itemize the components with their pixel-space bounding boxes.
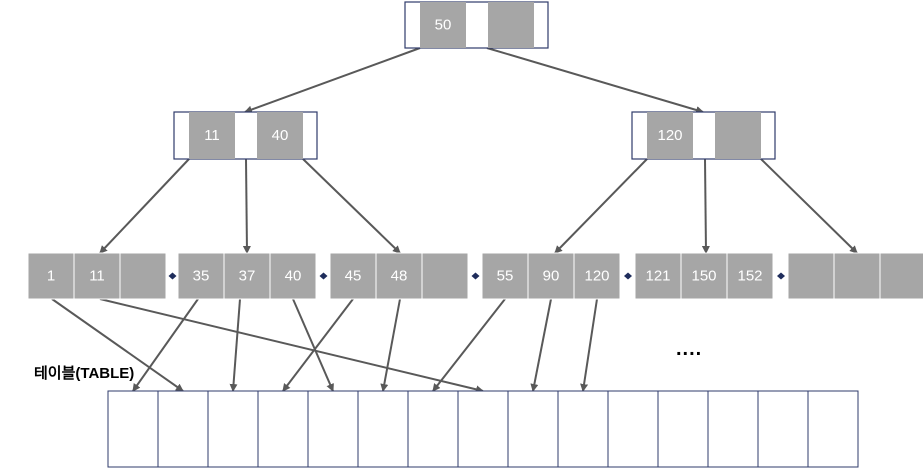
internal-key-cell (715, 112, 761, 159)
leaf-key-label: 152 (737, 268, 762, 285)
leaf-key-label: 1 (47, 268, 55, 285)
table-row-cell (157, 390, 209, 468)
table-row-cell (557, 390, 609, 468)
leaf-key-cell (787, 252, 835, 300)
leaf-key-label: 35 (193, 268, 210, 285)
internal-to-leaf-arrow (701, 158, 710, 254)
internal-node: 11 40 (173, 111, 318, 160)
internal-key-label: 40 (272, 127, 289, 144)
leaf-to-table-pointer-arrow (229, 298, 241, 392)
root-node: 50 (404, 1, 549, 49)
table-row-cell (507, 390, 559, 468)
table-row-cell (257, 390, 309, 468)
root-to-internal-right-arrow (486, 47, 704, 114)
table-row-cell (207, 390, 259, 468)
leaf-to-table-pointer-arrow (51, 298, 184, 392)
leaf-key-cell (177, 252, 225, 300)
leaf-to-table-pointer-arrow (432, 298, 506, 392)
leaf-to-table-pointer-arrow (292, 298, 334, 392)
leaf-key-label: 48 (391, 268, 408, 285)
leaf-link-marker (777, 272, 785, 280)
leaf-key-label: 90 (543, 268, 560, 285)
leaf-key-cell (680, 252, 728, 300)
root-key-cell (420, 2, 466, 48)
internal-key-cell (257, 112, 303, 159)
leaf-key-label: 55 (497, 268, 514, 285)
leaf-link-marker (319, 272, 328, 280)
leaf-node: 55 90 120 (481, 252, 621, 300)
table-row-cell (757, 390, 809, 468)
leaf-to-table-pointer-arrow (132, 298, 199, 392)
leaf-key-label: 37 (239, 268, 256, 285)
leaf-key-cell (421, 252, 469, 300)
leaf-node (787, 252, 923, 300)
internal-to-leaf-arrow (554, 158, 648, 254)
table-label: 테이블(TABLE) (34, 365, 135, 382)
internal-to-leaf-arrow (242, 158, 251, 254)
table-row-cell (457, 390, 509, 468)
leaf-key-cell (223, 252, 271, 300)
leaf-key-cell (833, 252, 881, 300)
table-row-cell (707, 390, 759, 468)
root-to-internal-left-arrow (244, 47, 421, 114)
internal-key-label: 120 (657, 127, 682, 144)
leaf-key-cell (634, 252, 682, 300)
table-row-cell (407, 390, 459, 468)
leaf-link-marker (624, 272, 632, 280)
internal-node: 120 (631, 111, 776, 160)
leaf-to-table-pointer-arrow (380, 298, 401, 392)
leaf-key-label: 121 (645, 268, 670, 285)
leaf-link-marker (471, 272, 480, 280)
table-row-cell (307, 390, 359, 468)
internal-to-leaf-arrow (99, 158, 190, 254)
leaf-key-label: 150 (691, 268, 716, 285)
leaf-key-cell (573, 252, 621, 300)
root-key-cell (488, 2, 534, 48)
leaf-key-cell (527, 252, 575, 300)
internal-key-cell (647, 112, 693, 159)
leaf-key-label: 45 (345, 268, 362, 285)
leaf-link-marker (168, 272, 177, 280)
leaf-to-table-pointer-arrow (580, 298, 598, 392)
table-row-cell (807, 390, 859, 468)
leaf-key-cell (375, 252, 423, 300)
leaf-key-cell (269, 252, 317, 300)
leaf-key-label: 40 (285, 268, 302, 285)
table-row-cell (607, 390, 659, 468)
root-key-label: 50 (435, 17, 452, 34)
internal-key-cell (189, 112, 235, 159)
ellipsis: .... (676, 338, 703, 360)
leaf-key-cell (726, 252, 774, 300)
internal-to-leaf-arrow (760, 158, 858, 254)
leaf-key-cell (481, 252, 529, 300)
internal-key-label: 11 (204, 127, 220, 144)
leaf-key-label: 11 (89, 268, 105, 285)
table-row-cell (657, 390, 709, 468)
leaf-to-table-pointer-arrow (530, 298, 552, 392)
leaf-node: 45 48 (329, 252, 469, 300)
internal-to-leaf-arrow (302, 158, 401, 254)
table-row-cell (107, 390, 159, 468)
leaf-node: 121 150 152 (634, 252, 774, 300)
table-row-cell (357, 390, 409, 468)
leaf-key-label: 120 (584, 268, 609, 285)
leaf-key-cell (879, 252, 923, 300)
leaf-key-cell (119, 252, 167, 300)
leaf-to-table-pointer-arrow (282, 298, 354, 392)
leaf-node: 35 37 40 (177, 252, 317, 300)
leaf-to-table-pointer-arrow (99, 298, 484, 394)
